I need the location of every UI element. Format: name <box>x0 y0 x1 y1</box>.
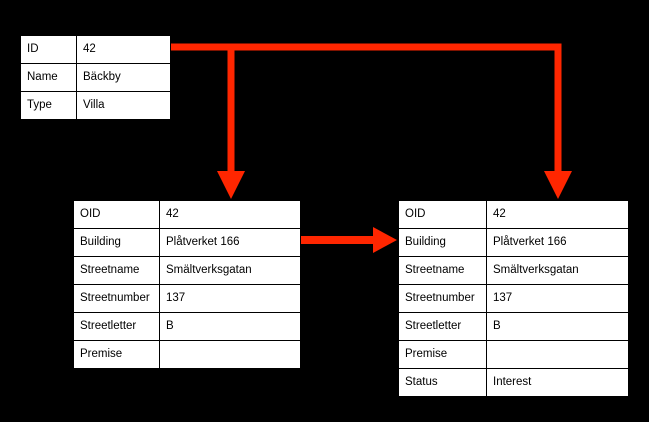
field-label-id: ID <box>20 35 77 64</box>
field-value-streetletter[interactable]: B <box>486 312 629 341</box>
field-value-type[interactable]: Villa <box>76 91 171 120</box>
field-value-streetnumber[interactable]: 137 <box>486 284 629 313</box>
field-value-status[interactable]: Interest <box>486 368 629 397</box>
field-label-premise: Premise <box>398 340 487 369</box>
table-row[interactable]: OID 42 <box>73 200 301 229</box>
field-label-streetletter: Streetletter <box>73 312 160 341</box>
address-table-source[interactable]: OID 42 Building Plåtverket 166 Streetnam… <box>73 200 301 369</box>
property-table[interactable]: ID 42 Name Bäckby Type Villa <box>20 35 171 120</box>
field-label-type: Type <box>20 91 77 120</box>
field-value-oid[interactable]: 42 <box>486 200 629 229</box>
field-value-premise[interactable] <box>159 340 301 369</box>
field-value-oid[interactable]: 42 <box>159 200 301 229</box>
field-label-building: Building <box>73 228 160 257</box>
field-value-streetname[interactable]: Smältverksgatan <box>159 256 301 285</box>
table-row[interactable]: Premise <box>73 340 301 369</box>
table-row[interactable]: Streetname Smältverksgatan <box>398 256 629 285</box>
field-label-streetname: Streetname <box>73 256 160 285</box>
field-label-streetname: Streetname <box>398 256 487 285</box>
table-row[interactable]: ID 42 <box>20 35 171 64</box>
table-row[interactable]: Type Villa <box>20 91 171 120</box>
table-row[interactable]: Streetletter B <box>398 312 629 341</box>
arrowhead-right-building-icon <box>373 227 397 253</box>
field-value-streetnumber[interactable]: 137 <box>159 284 301 313</box>
field-value-id[interactable]: 42 <box>76 35 171 64</box>
field-label-streetletter: Streetletter <box>398 312 487 341</box>
field-label-status: Status <box>398 368 487 397</box>
arrowhead-down-right-icon <box>544 171 572 199</box>
arrowhead-down-middle-icon <box>217 171 245 199</box>
table-row[interactable]: Streetletter B <box>73 312 301 341</box>
field-label-name: Name <box>20 63 77 92</box>
table-row[interactable]: Building Plåtverket 166 <box>398 228 629 257</box>
table-row[interactable]: Building Plåtverket 166 <box>73 228 301 257</box>
field-value-building[interactable]: Plåtverket 166 <box>159 228 301 257</box>
field-value-building[interactable]: Plåtverket 166 <box>486 228 629 257</box>
field-label-building: Building <box>398 228 487 257</box>
field-value-premise[interactable] <box>486 340 629 369</box>
field-value-streetletter[interactable]: B <box>159 312 301 341</box>
table-row[interactable]: Status Interest <box>398 368 629 397</box>
field-label-streetnumber: Streetnumber <box>73 284 160 313</box>
field-label-oid: OID <box>73 200 160 229</box>
table-row[interactable]: Name Bäckby <box>20 63 171 92</box>
field-value-name[interactable]: Bäckby <box>76 63 171 92</box>
address-table-target[interactable]: OID 42 Building Plåtverket 166 Streetnam… <box>398 200 629 397</box>
field-label-streetnumber: Streetnumber <box>398 284 487 313</box>
field-label-premise: Premise <box>73 340 160 369</box>
table-row[interactable]: Streetnumber 137 <box>398 284 629 313</box>
table-row[interactable]: OID 42 <box>398 200 629 229</box>
field-value-streetname[interactable]: Smältverksgatan <box>486 256 629 285</box>
table-row[interactable]: Premise <box>398 340 629 369</box>
field-label-oid: OID <box>398 200 487 229</box>
table-row[interactable]: Streetname Smältverksgatan <box>73 256 301 285</box>
table-row[interactable]: Streetnumber 137 <box>73 284 301 313</box>
